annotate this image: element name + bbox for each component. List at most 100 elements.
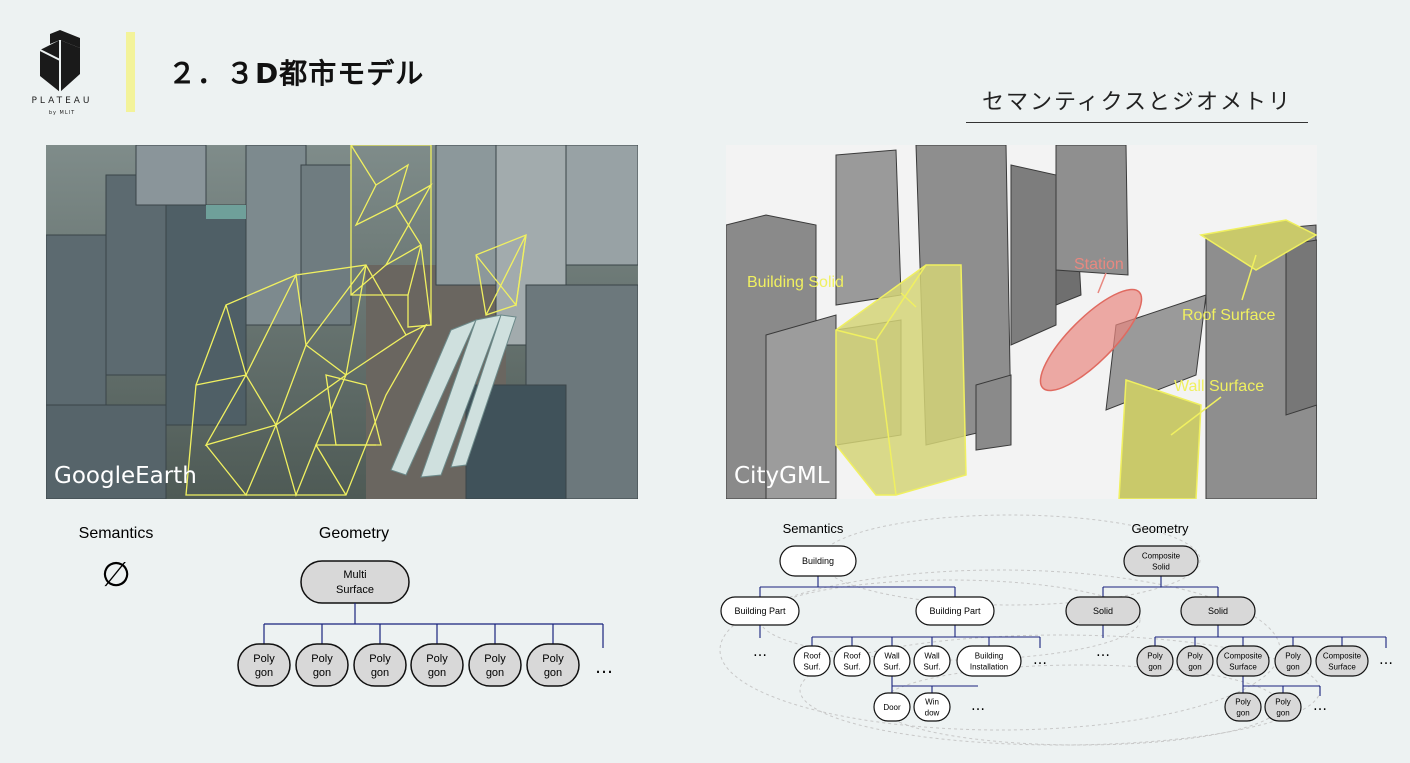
door-node: Door: [873, 692, 911, 722]
page-title: ２．３D都市モデル: [168, 57, 425, 90]
left-polygon-node: Poly gon: [353, 643, 407, 687]
multi-surface-node: [300, 560, 410, 604]
citygml-caption: CityGML: [734, 463, 830, 489]
left-polygon-node: Poly gon: [526, 643, 580, 687]
label-station: Station: [1074, 256, 1124, 273]
surface-node-text: Wall: [884, 651, 899, 660]
left-polygon-node-text: Poly: [311, 653, 333, 665]
geo-sub-leaf-node-text: Poly: [1235, 697, 1251, 706]
left-polygon-node-text: gon: [486, 667, 504, 679]
googleearth-caption: GoogleEarth: [54, 463, 197, 489]
left-semantics-label: Semantics: [79, 525, 154, 542]
solid-node-text: Solid: [1093, 606, 1113, 616]
solid-more: …: [1096, 644, 1110, 660]
geo-sub-leaf-node-text: gon: [1236, 708, 1249, 717]
left-geometry-label: Geometry: [319, 525, 389, 542]
building-part-node-text: Building Part: [734, 606, 786, 616]
geo-leaf-node-text: gon: [1148, 662, 1161, 671]
left-polygon-node: Poly gon: [410, 643, 464, 687]
geo-leaf-node-text: Composite: [1323, 651, 1362, 660]
surface-node-text: Roof: [844, 651, 862, 660]
geo-leaf-node: Poly gon: [1136, 645, 1174, 677]
left-polygon-node-text: Poly: [426, 653, 448, 665]
logo-subtext: by MLIT: [48, 110, 76, 116]
geo-leaf-node-text: Poly: [1285, 651, 1301, 660]
surfaces-more: …: [1033, 652, 1047, 668]
building-node-text: Building: [802, 556, 834, 566]
building-part-node-text: Building Part: [929, 606, 981, 616]
geo-leaf-node-text: Composite: [1224, 651, 1263, 660]
surface-node-text: Installation: [970, 662, 1008, 671]
left-polygon-node-text: gon: [255, 667, 273, 679]
left-polygon-node-text: Poly: [369, 653, 391, 665]
surface-node-text: Surf.: [844, 662, 861, 671]
geo-leaf-node-text: Surface: [1229, 662, 1257, 671]
geo-leaf-node-text: gon: [1286, 662, 1299, 671]
composite-solid-node-text: Solid: [1152, 562, 1170, 571]
composite-solid-node-text: Composite: [1142, 551, 1181, 560]
geo-sub-leaf-node-text: Poly: [1275, 697, 1291, 706]
geo-leaf-node: Poly gon: [1274, 645, 1312, 677]
surface-node-text: Surf.: [924, 662, 941, 671]
geo-sub-leaf-node: Poly gon: [1224, 692, 1262, 722]
right-geometry-label: Geometry: [1131, 521, 1189, 536]
geo-leaves-more: …: [1379, 652, 1393, 668]
left-polygon-node-text: gon: [371, 667, 389, 679]
left-polygon-node: Poly gon: [468, 643, 522, 687]
plateau-logo-icon: [39, 30, 80, 92]
left-more-ellipsis: …: [595, 657, 613, 678]
multi-surface-line2: Surface: [336, 584, 374, 596]
googleearth-scene: [46, 145, 638, 499]
title-accent-bar: [126, 32, 135, 112]
right-semantics-label: Semantics: [783, 521, 844, 536]
logo-text: PLATEAU: [31, 96, 93, 106]
empty-set-symbol: ∅: [101, 555, 131, 595]
door-node-text: Door: [883, 703, 901, 712]
label-roof-surface: Roof Surface: [1182, 307, 1275, 324]
window-node-text: dow: [925, 708, 940, 717]
label-building-solid: Building Solid: [747, 274, 844, 291]
left-polygon-node-text: gon: [428, 667, 446, 679]
geo-sub-leaf-node-text: gon: [1276, 708, 1289, 717]
building-part-node: Building Part: [915, 596, 995, 626]
left-polygon-node-text: Poly: [253, 653, 275, 665]
surface-node-text: Surf.: [884, 662, 901, 671]
left-polygon-node-text: gon: [313, 667, 331, 679]
surface-node-text: Wall: [924, 651, 939, 660]
subtitle-underline: [966, 122, 1308, 123]
surface-node-text: Building: [975, 651, 1003, 660]
left-polygon-node-text: Poly: [484, 653, 506, 665]
solid-node: Solid: [1180, 596, 1256, 626]
left-polygon-node: Poly gon: [295, 643, 349, 687]
multi-surface-line1: Multi: [343, 569, 366, 581]
openings-more: …: [971, 698, 985, 714]
surface-node-text: Roof: [804, 651, 822, 660]
solid-node: Solid: [1065, 596, 1141, 626]
citygml-image: Building Solid Station Roof Surface Wall…: [726, 145, 1317, 499]
left-polygon-node-text: Poly: [542, 653, 564, 665]
geo-leaf-node-text: Poly: [1147, 651, 1163, 660]
geo-sub-leaf-node: Poly gon: [1264, 692, 1302, 722]
building-part-node: Building Part: [720, 596, 800, 626]
left-polygon-node-text: gon: [544, 667, 562, 679]
citygml-scene: Building Solid Station Roof Surface Wall…: [726, 145, 1317, 499]
googleearth-image: GoogleEarth: [46, 145, 638, 499]
geo-leaf-node-text: gon: [1188, 662, 1201, 671]
surface-node-text: Surf.: [804, 662, 821, 671]
geo-sub-more: …: [1313, 698, 1327, 714]
section-subtitle: セマンティクスとジオメトリ: [981, 90, 1293, 115]
left-polygon-node: Poly gon: [237, 643, 291, 687]
building-part-more: …: [753, 644, 767, 660]
building-node: Building: [779, 545, 857, 577]
label-wall-surface: Wall Surface: [1174, 378, 1264, 395]
